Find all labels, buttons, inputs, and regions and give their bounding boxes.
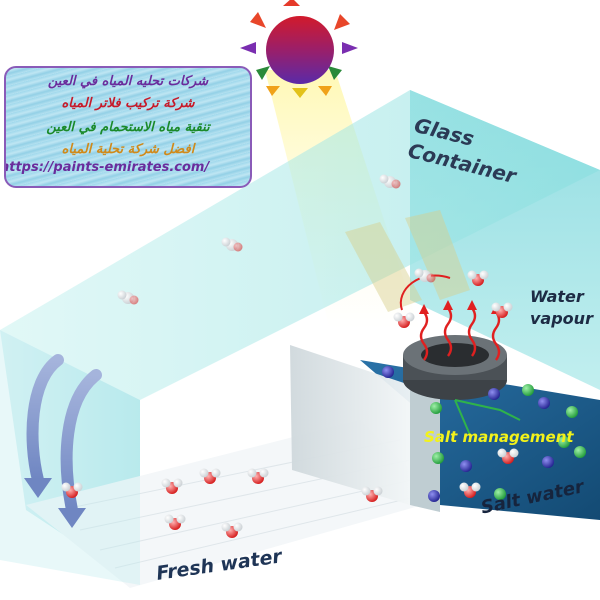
salt-management-label: Salt management <box>424 428 574 446</box>
divider-edge <box>410 380 440 512</box>
promo-line-1: شركات تحليه المياه في العين <box>47 74 209 89</box>
arrow-down-icon <box>24 354 64 498</box>
divider-wall <box>290 345 410 505</box>
promo-line-3: تنقية مياه الاستحمام في العين <box>46 120 210 135</box>
promo-line-4: افضل شركة تحلية المياه <box>61 142 195 157</box>
vapour-label-line1: Water <box>530 287 584 306</box>
promo-line-2: شركة تركيب فلاتر المياه <box>61 96 195 111</box>
vapour-label-line2: vapour <box>530 309 593 328</box>
wave-arrow-icon <box>419 307 501 361</box>
promo-url-link[interactable]: https://paints-emirates.com/ <box>4 160 210 175</box>
sun-icon <box>240 0 358 98</box>
evaporator-pot <box>403 335 507 400</box>
water-vapour-label: Water vapour <box>530 286 593 330</box>
promo-banner: شركات تحليه المياه في العين شركة تركيب ف… <box>4 66 252 188</box>
salt-ions <box>382 366 586 502</box>
glass-roof <box>0 90 600 400</box>
